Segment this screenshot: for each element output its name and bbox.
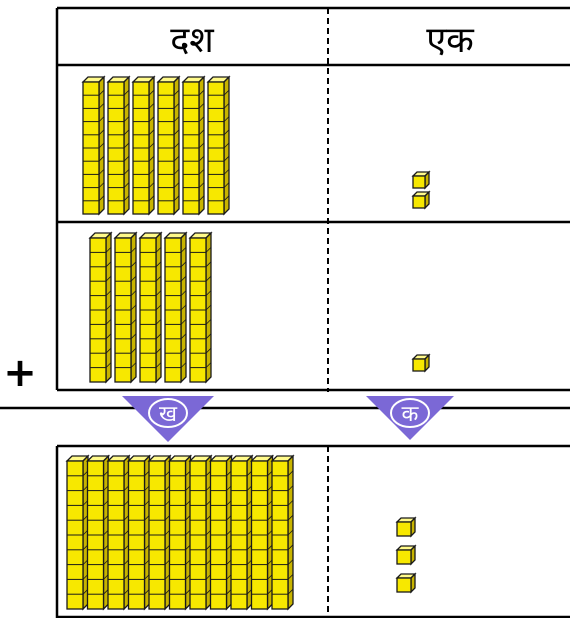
ten-rod [206,75,231,216]
ten-rod [85,454,111,611]
ten-rod [65,454,90,611]
unit-cube [411,170,431,190]
ten-rod [138,231,163,384]
ten-rod [208,454,234,611]
unit-cube [395,572,417,594]
ten-rod [181,75,206,216]
base-ten-blocks [65,75,431,611]
unit-cube [395,516,417,538]
ten-rod [229,454,254,611]
row-sum [65,454,417,611]
tens-column-header: दश [170,20,214,61]
tens-carry-label: ख [159,402,178,427]
unit-cube [395,544,417,566]
tens-carry-arrow: ख [122,396,214,442]
ten-rod [126,454,152,611]
ten-rod [106,454,131,611]
unit-cube [411,190,431,210]
ones-carry-label: क [402,402,420,427]
ten-rod [106,75,131,216]
unit-cube [411,353,431,373]
ten-rod [249,454,275,611]
ten-rod [156,75,181,216]
upper-table [55,6,570,392]
ones-carry-badge [390,398,430,428]
ten-rod [270,454,295,611]
ten-rod [163,231,188,384]
plus-sign: + [3,350,37,396]
ones-carry-arrow: क [366,396,454,440]
ten-rod [131,75,156,216]
ten-rod [188,231,213,384]
ten-rod [167,454,193,611]
ten-rod [88,231,113,384]
ones-column-header: एक [426,20,475,61]
lower-table [55,444,570,618]
ten-rod [147,454,172,611]
ten-rod [81,75,106,216]
tens-carry-badge [148,398,188,428]
ten-rod [188,454,213,611]
ten-rod [113,231,138,384]
row-addend-1 [81,75,431,216]
row-addend-2 [88,231,431,384]
